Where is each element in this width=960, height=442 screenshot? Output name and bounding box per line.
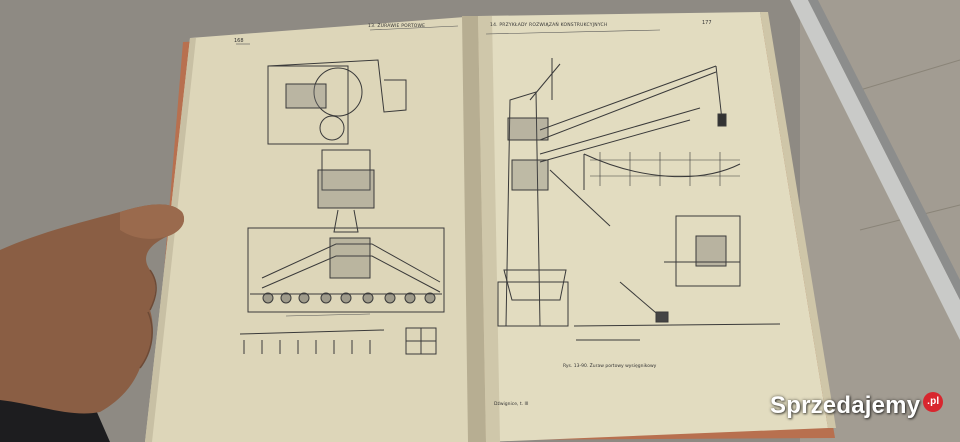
page-footer: Dźwignice, t. III xyxy=(494,402,529,407)
figure-caption: Rys. 13-90. Żuraw portowy wysięgnikowy xyxy=(563,364,657,369)
thumb xyxy=(120,204,185,239)
left-page xyxy=(145,16,486,442)
right-page-text-lines xyxy=(369,25,661,35)
hand xyxy=(0,204,185,414)
left-running-head: 13. ŻURAWIE PORTOWE xyxy=(368,24,426,29)
wood-floor xyxy=(800,0,960,442)
right-page-number: 177 xyxy=(702,20,712,26)
left-page-drawings xyxy=(239,59,445,355)
left-page-text-lines xyxy=(236,43,371,317)
left-page-number: 168 xyxy=(234,38,244,44)
sprzedajemy-watermark: Sprzedajemy.pl xyxy=(770,392,944,421)
right-page xyxy=(478,12,828,442)
right-running-head: 14. PRZYKŁADY ROZWIĄZAŃ KONSTRUKCYJNYCH xyxy=(490,23,608,28)
right-page-drawings xyxy=(497,58,781,341)
watermark-badge: .pl xyxy=(923,392,944,412)
watermark-text: Sprzedajemy xyxy=(770,392,921,419)
metal-ruler xyxy=(790,0,960,340)
